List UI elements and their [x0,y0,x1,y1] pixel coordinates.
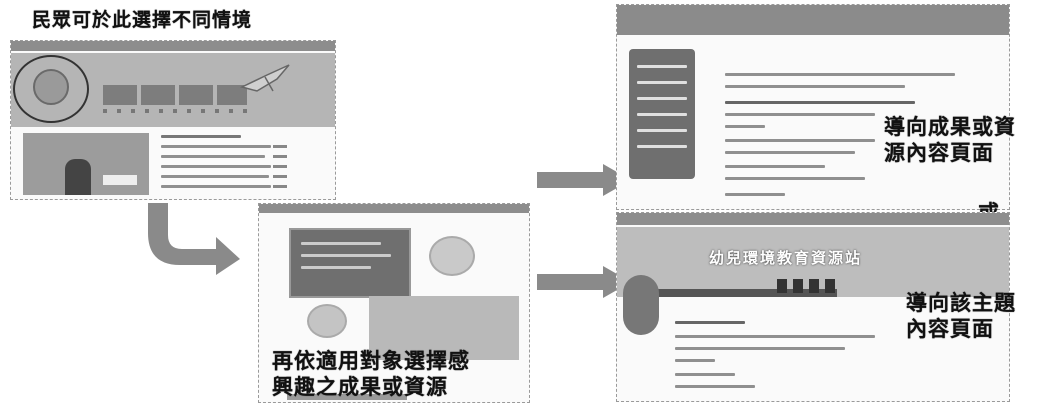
topic-top-bar [617,213,1009,225]
scenario-tab[interactable] [179,85,213,105]
homepage-top-bar [11,41,335,51]
content-line [725,193,785,196]
topic-content-line [675,385,755,388]
scenario-tab[interactable] [103,85,137,105]
homepage-screenshot [10,40,336,200]
topic-nav-bar [657,289,837,297]
sidebar-menu-item[interactable] [637,113,687,116]
audience-selection-screenshot [258,203,530,403]
topic-content-screenshot: 幼兒環境教育資源站 [616,212,1010,402]
sidebar-menu-item[interactable] [637,65,687,68]
topic-banner-title: 幼兒環境教育資源站 [709,249,863,267]
arrow-right-upper [537,164,631,196]
scenario-selector-icon[interactable] [33,69,69,105]
caption-select-audience-line2: 興趣之成果或資源 [272,375,448,399]
topic-content-line [675,373,735,376]
content-line [725,113,875,116]
curved-arrow-down-right [148,203,240,275]
panel-line [301,242,381,245]
resource-content-screenshot [616,4,1010,210]
caption-resource-page-line1: 導向成果或資 [884,115,1016,139]
caption-resource-page-line2: 源內容頁面 [884,141,994,165]
topic-content-line [675,321,745,324]
scenario-tab[interactable] [141,85,175,105]
panel-line [301,266,371,269]
content-line [725,125,765,128]
sidebar-menu-item[interactable] [637,145,687,148]
caption-select-audience-line1: 再依適用對象選擇感 [272,349,470,373]
audience-footer-bar [287,394,407,400]
audience-panel-secondary[interactable] [369,296,519,360]
news-line [161,135,241,138]
photo-sign [103,175,137,185]
decorative-plane-icon [239,64,290,92]
topic-side-circle[interactable] [623,275,659,335]
content-line [725,101,915,104]
caption-topic-page-line1: 導向該主題 [906,291,1016,315]
news-line [161,175,269,178]
caption-topic-page-line2: 內容頁面 [906,317,994,341]
topic-content-line [675,359,715,362]
news-line [161,165,271,168]
photo-figure [65,159,91,195]
content-line [725,165,825,168]
scenario-dots-row [103,109,253,113]
sidebar-menu-item[interactable] [637,129,687,132]
audience-panel-primary[interactable] [289,228,411,298]
content-line [725,139,875,142]
news-line [161,155,265,158]
resource-top-bar [617,5,1009,35]
content-line [725,151,855,154]
audience-icon-family[interactable] [307,304,347,338]
sidebar-menu-item[interactable] [637,81,687,84]
news-date-column [273,145,287,189]
scenario-tab[interactable] [217,85,247,105]
content-line [725,85,905,88]
topic-content-line [675,347,845,350]
highlight-circle [13,55,89,123]
news-line [161,145,271,148]
content-line [725,73,955,76]
sidebar-menu-item[interactable] [637,97,687,100]
audience-top-bar [259,204,529,213]
topic-content-line [675,335,875,338]
news-line [161,185,271,188]
arrow-right-lower [537,266,631,298]
topic-nav-icons[interactable] [777,279,841,293]
panel-line [301,254,391,257]
content-line [725,177,865,180]
audience-icon-child[interactable] [429,236,475,276]
caption-choose-scenario: 民眾可於此選擇不同情境 [32,9,253,31]
